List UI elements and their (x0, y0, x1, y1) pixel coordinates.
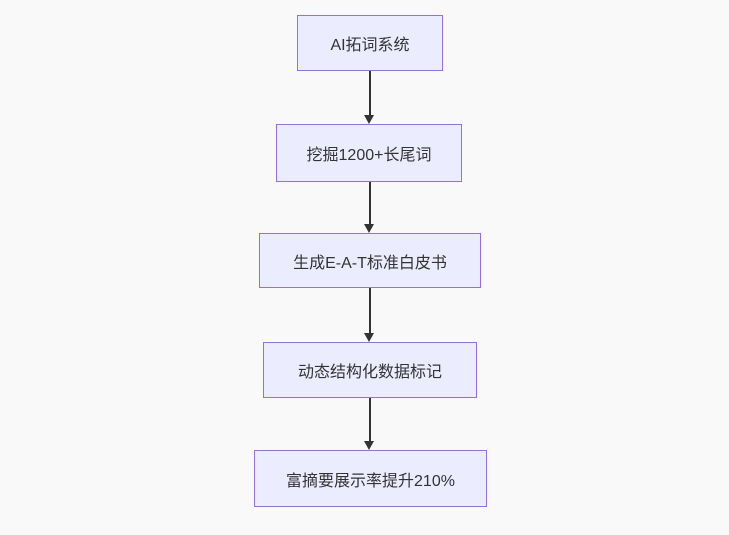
flowchart-node-longtail-mining: 挖掘1200+长尾词 (276, 124, 462, 182)
arrow-head-icon (364, 333, 374, 342)
flowchart-node-eat-whitepaper: 生成E-A-T标准白皮书 (259, 233, 481, 288)
arrow-line (368, 182, 371, 226)
arrow-head-icon (364, 224, 374, 233)
flowchart-node-label: 挖掘1200+长尾词 (306, 147, 432, 164)
flowchart-node-label: 富摘要展示率提升210% (286, 472, 455, 490)
flowchart-node-rich-snippet-result: 富摘要展示率提升210% (254, 450, 487, 507)
flowchart-node-label: AI拓词系统 (330, 37, 410, 54)
flowchart-arrow-3 (364, 288, 375, 342)
flowchart-arrow-4 (364, 398, 375, 450)
flowchart-node-ai-word-expansion: AI拓词系统 (297, 15, 443, 71)
arrow-line (368, 288, 371, 335)
flowchart-node-label: 生成E-A-T标准白皮书 (293, 254, 447, 272)
arrow-head-icon (364, 115, 374, 124)
arrow-line (368, 71, 371, 117)
flowchart-arrow-1 (364, 71, 375, 124)
flowchart-node-structured-data: 动态结构化数据标记 (263, 342, 477, 398)
arrow-head-icon (364, 441, 374, 450)
flowchart-node-label: 动态结构化数据标记 (297, 364, 442, 381)
arrow-line (368, 398, 371, 443)
flowchart-arrow-2 (364, 182, 375, 233)
